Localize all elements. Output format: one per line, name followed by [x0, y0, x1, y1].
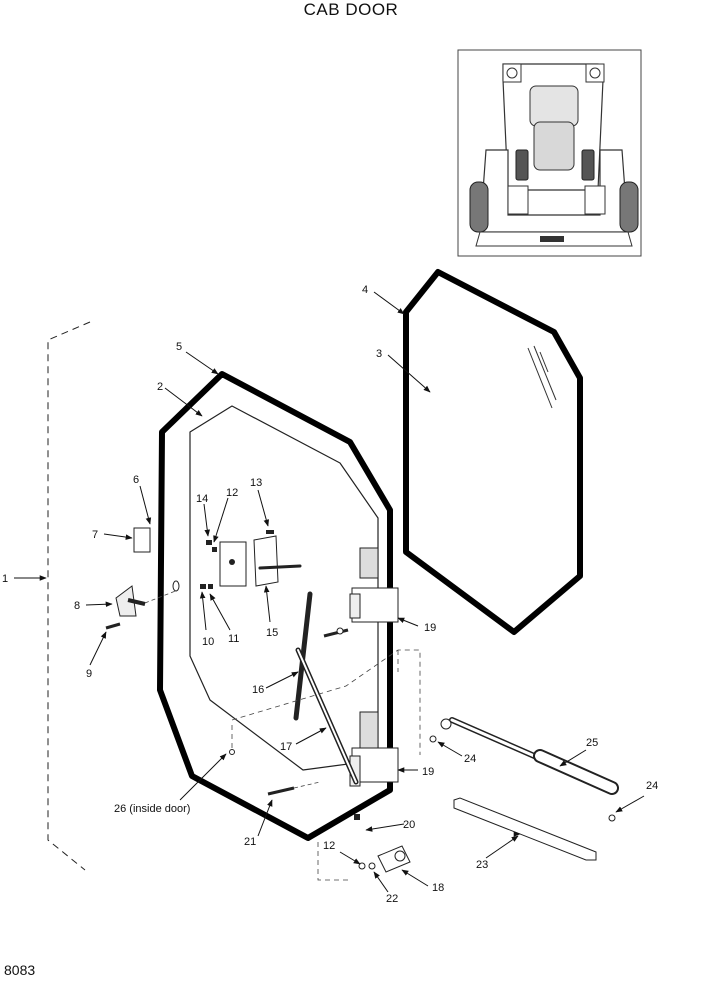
glass-reflection: [527, 345, 557, 409]
callout-9: 9: [86, 668, 92, 680]
callout-15: 15: [266, 627, 278, 639]
callout-25: 25: [586, 737, 598, 749]
door-frame: [157, 371, 393, 841]
callout-24b: 24: [646, 780, 658, 792]
latch-plate: [219, 541, 247, 587]
gas-spring: [429, 717, 619, 822]
callout-18: 18: [432, 882, 444, 894]
callout-1: 1: [2, 573, 8, 585]
callout-23: 23: [476, 859, 488, 871]
callout-14: 14: [196, 493, 208, 505]
callout-21: 21: [244, 836, 256, 848]
door-latch: [253, 535, 279, 587]
callout-4: 4: [362, 284, 368, 296]
callout-19b: 19: [422, 766, 434, 778]
callout-3: 3: [376, 348, 382, 360]
callout-16: 16: [252, 684, 264, 696]
callout-19a: 19: [424, 622, 436, 634]
support-bar: [453, 797, 597, 861]
upper-hinge: [349, 547, 399, 623]
callout-8: 8: [74, 600, 80, 612]
lower-bracket: [377, 845, 411, 873]
callout-6: 6: [133, 474, 139, 486]
door-glass: [403, 269, 583, 635]
outside-handle: [115, 585, 137, 617]
door-inner-panel: [189, 405, 379, 771]
machine-inset: [457, 49, 642, 257]
drawing-code: 8083: [4, 962, 36, 978]
callout-20: 20: [403, 819, 415, 831]
callout-24a: 24: [464, 753, 476, 765]
callout-11: 11: [228, 633, 239, 645]
callout-17: 17: [280, 741, 292, 753]
callout-10: 10: [202, 636, 214, 648]
callout-2: 2: [157, 381, 163, 393]
lower-hinge: [349, 711, 399, 787]
callout-12a: 12: [226, 487, 238, 499]
callout-26: 26 (inside door): [114, 803, 190, 815]
callout-5: 5: [176, 341, 182, 353]
assembly-bracket: [47, 321, 91, 871]
callout-12b: 12: [323, 840, 335, 852]
diagram-title: CAB DOOR: [303, 0, 399, 19]
callout-13: 13: [250, 477, 262, 489]
callout-7: 7: [92, 529, 98, 541]
callout-22: 22: [386, 893, 398, 905]
handle-bracket: [133, 527, 151, 553]
